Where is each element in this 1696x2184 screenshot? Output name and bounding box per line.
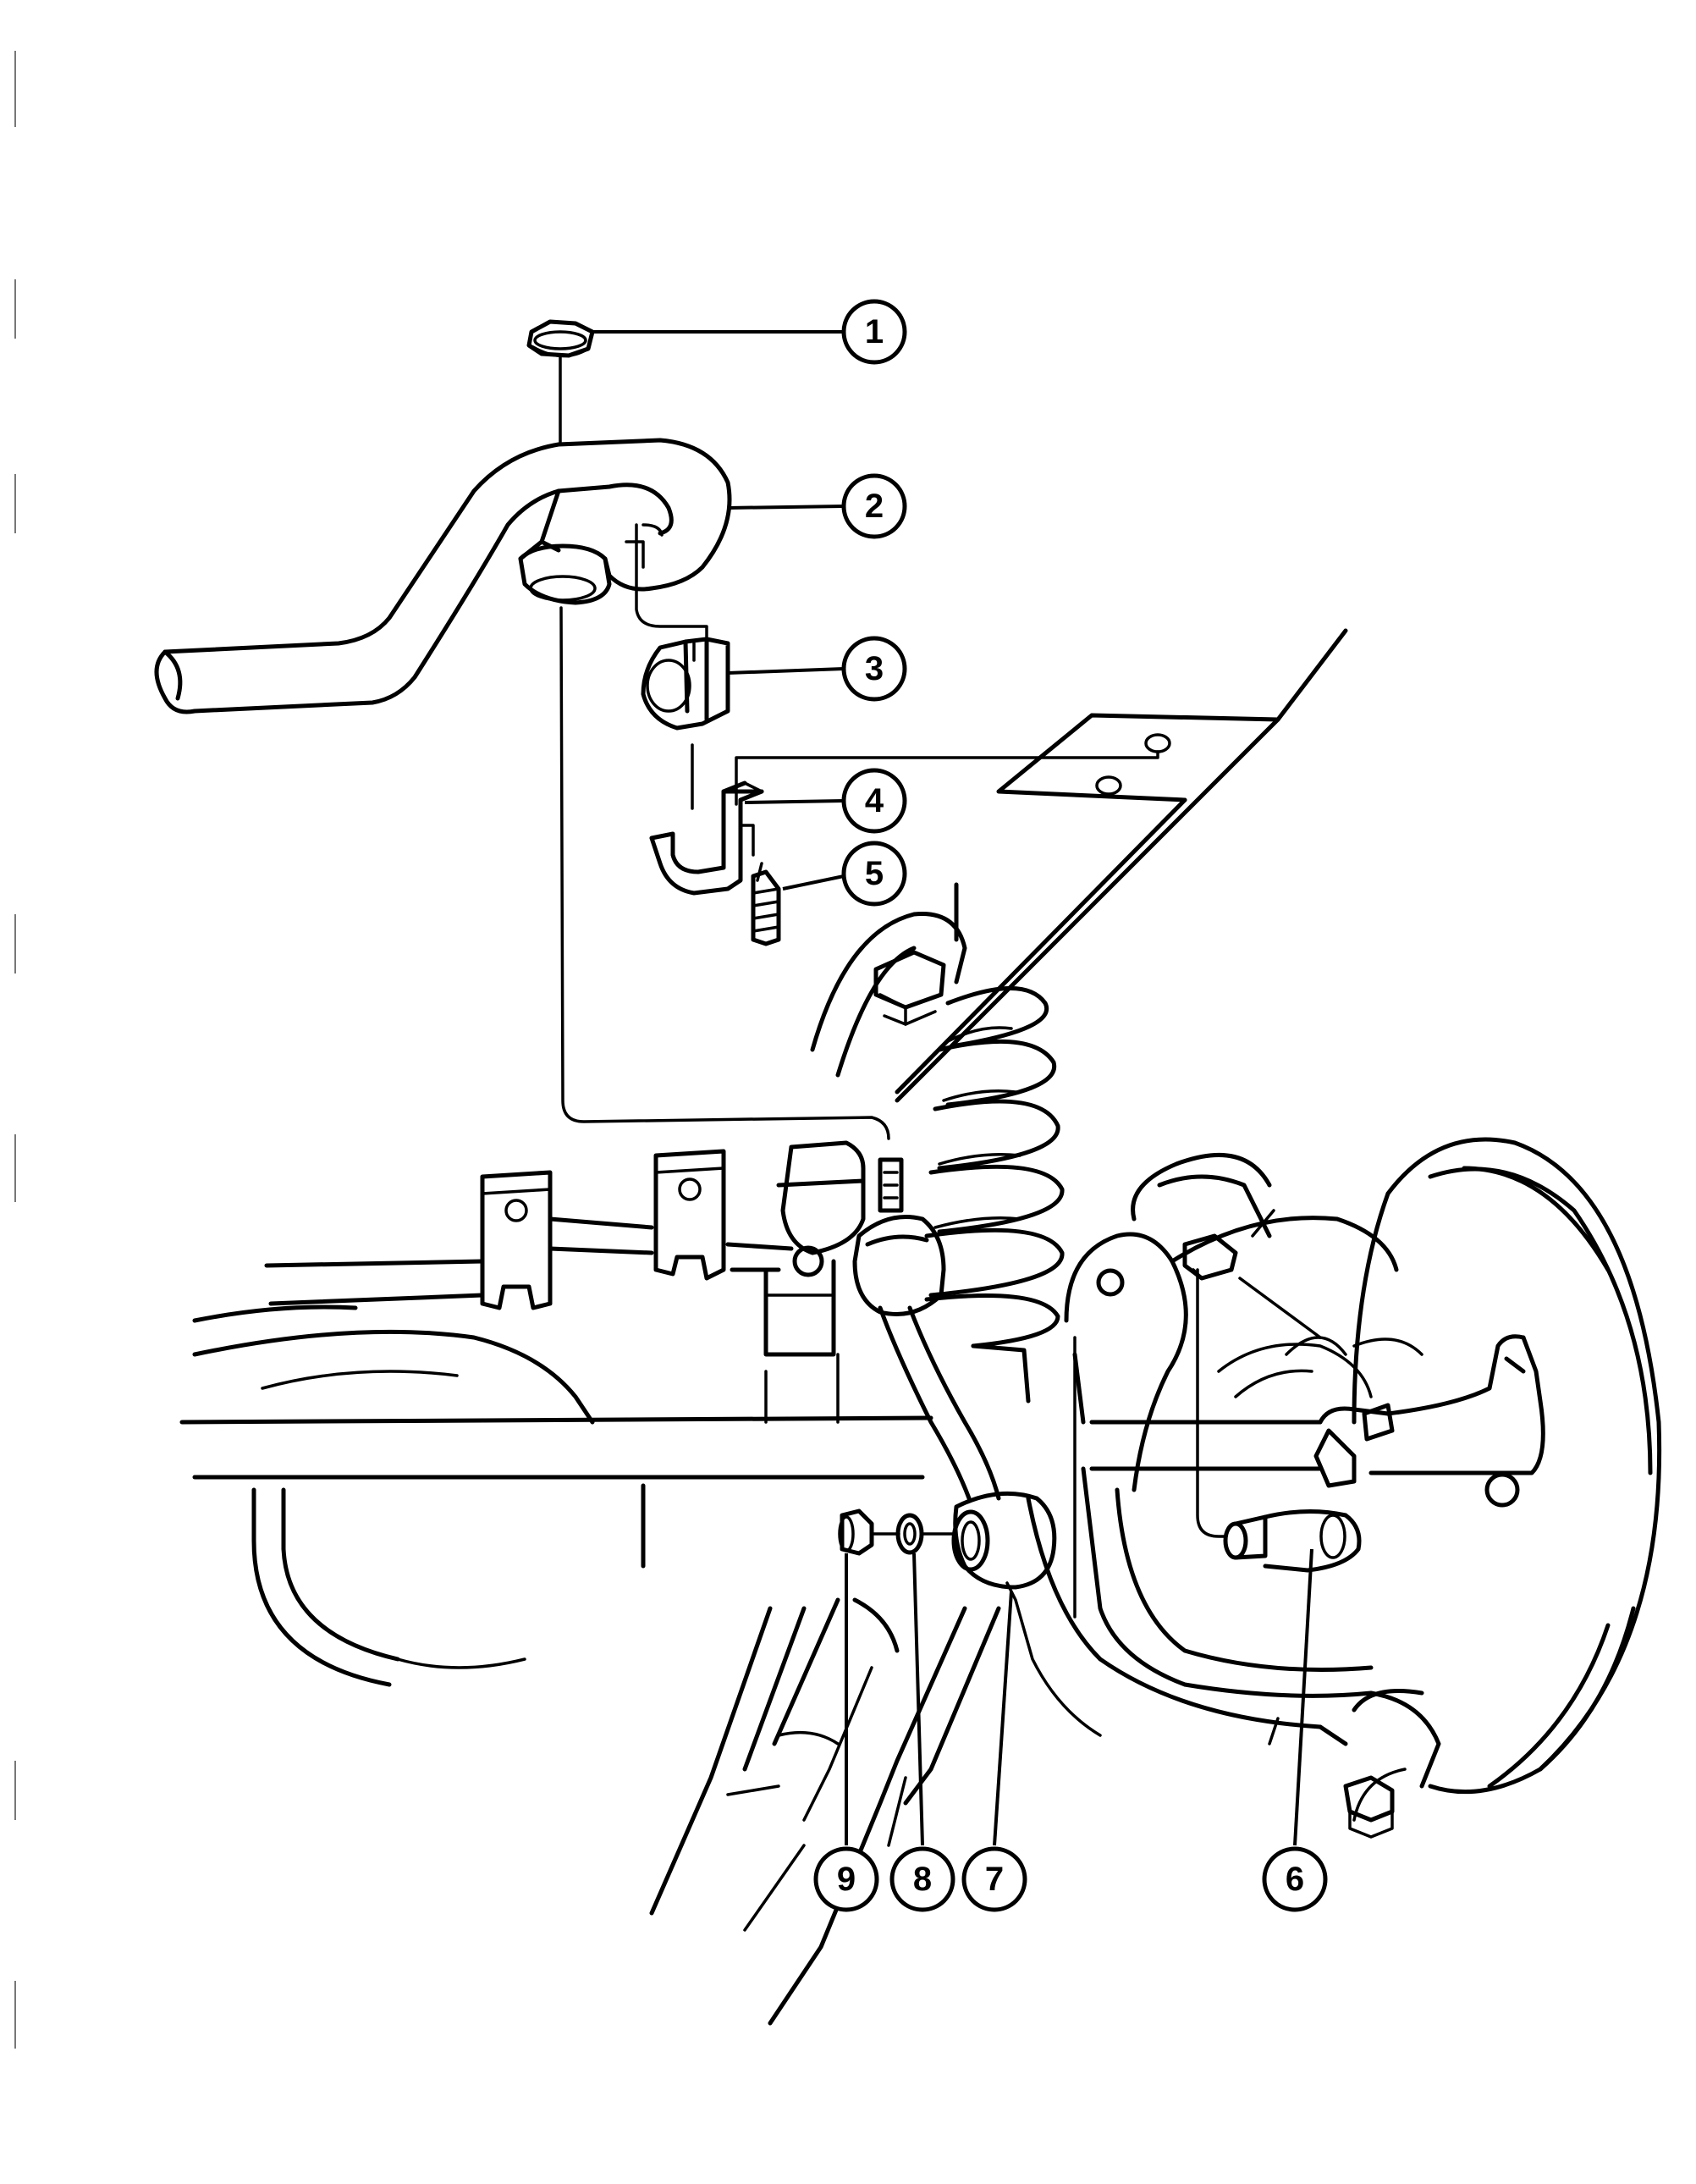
steering-knuckle (1026, 1152, 1441, 1839)
lower-control-arm (649, 1581, 1102, 2026)
callout-5-label: 5 (865, 855, 884, 892)
assembly-lines (559, 354, 1227, 1619)
retainer-bracket (649, 780, 764, 896)
brake-rotor (1352, 1137, 1662, 1795)
callout-3: 3 (841, 636, 907, 702)
callout-6: 6 (1262, 1846, 1328, 1912)
washer (895, 1513, 924, 1555)
stabilizer-link-bushing (1223, 1509, 1362, 1573)
callout-5: 5 (841, 841, 907, 907)
callout-2: 2 (841, 473, 907, 539)
callout-9-label: 9 (837, 1861, 856, 1898)
callout-1-label: 1 (865, 313, 884, 350)
coil-spring (924, 986, 1065, 1404)
stabilizer-link (852, 1157, 1057, 1590)
callout-9: 9 (813, 1846, 879, 1912)
callout-8: 8 (889, 1846, 955, 1912)
callout-4-label: 4 (865, 782, 884, 819)
mounted-bushing-right (653, 1149, 726, 1281)
callout-3-label: 3 (865, 650, 884, 687)
callout-4: 4 (841, 768, 907, 834)
callout-8-label: 8 (913, 1861, 932, 1898)
frame-bracket-plate (735, 628, 1348, 1103)
tie-rod-end (1313, 1334, 1545, 1508)
callout-leader-lines (592, 330, 1313, 1846)
link-nut (838, 1508, 874, 1556)
callout-6-label: 6 (1286, 1861, 1304, 1898)
callout-7: 7 (961, 1846, 1027, 1912)
bracket-bolt (751, 862, 781, 946)
stabilizer-bar (154, 438, 732, 714)
callout-1: 1 (841, 299, 907, 365)
bushing (641, 637, 730, 731)
flange-nut (526, 319, 595, 358)
stabilizer-bar-mounted (264, 1178, 866, 1306)
stabilizer-bar-end-mounted (763, 1140, 866, 1357)
upper-control-arm (810, 882, 967, 1078)
lower-frame-crossmember (192, 1304, 840, 1425)
frame-rail (179, 1415, 1323, 1687)
callout-2-label: 2 (865, 488, 884, 525)
callout-7-label: 7 (985, 1861, 1004, 1898)
mounted-bushing-left (480, 1170, 553, 1310)
